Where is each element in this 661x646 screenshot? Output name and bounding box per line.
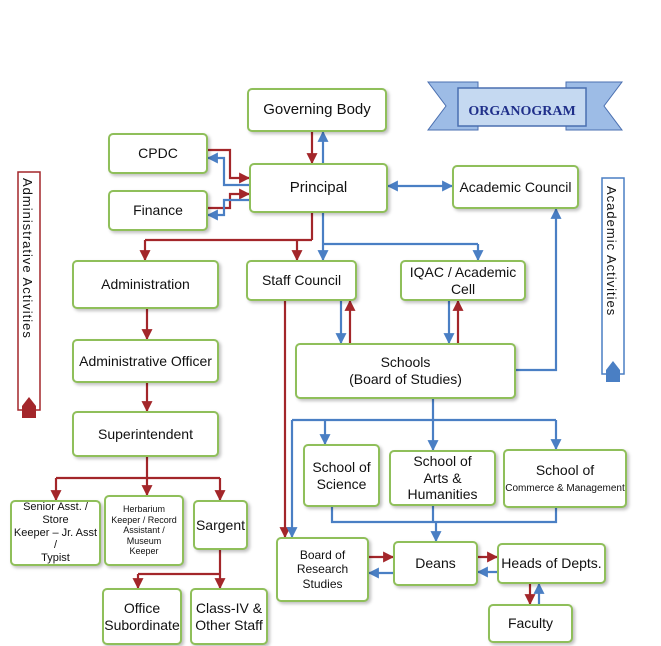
academic-activities-label: Academic Activities [604, 186, 619, 317]
governing-body-box[interactable]: Governing Body [247, 88, 387, 132]
deans-label: Deans [415, 555, 456, 572]
school-of-arts-label: School of Arts & Humanities [407, 453, 478, 503]
iqac-label: IQAC / Academic Cell [409, 263, 517, 297]
finance-label: Finance [133, 202, 183, 219]
school-of-commerce-box[interactable]: School of Commerce & Management [503, 449, 627, 508]
office-subordinate-box[interactable]: Office Subordinate [102, 588, 182, 645]
principal-label: Principal [289, 179, 348, 197]
finance-box[interactable]: Finance [108, 190, 208, 231]
herbarium-keeper-box[interactable]: Herbarium Keeper / Record Assistant / Mu… [104, 495, 184, 566]
senior-asst-label: Senior Asst. / Store Keeper – Jr. Asst /… [13, 500, 98, 565]
administration-label: Administration [101, 276, 190, 293]
schools-label: Schools (Board of Studies) [349, 354, 462, 387]
sargent-label: Sargent [195, 516, 246, 533]
board-of-research-label: Board of Research Studies [296, 548, 349, 591]
administrative-officer-box[interactable]: Administrative Officer [72, 339, 219, 383]
academic-council-box[interactable]: Academic Council [452, 165, 579, 209]
governing-body-label: Governing Body [263, 101, 371, 119]
deans-box[interactable]: Deans [393, 541, 478, 586]
heads-of-depts-box[interactable]: Heads of Depts. [497, 543, 606, 584]
school-of-commerce-title: School of [535, 462, 595, 479]
principal-to-finance [206, 198, 249, 221]
faculty-box[interactable]: Faculty [488, 604, 573, 643]
school-of-science-label: School of Science [312, 458, 371, 492]
herbarium-keeper-label: Herbarium Keeper / Record Assistant / Mu… [111, 503, 177, 557]
principal-box[interactable]: Principal [249, 163, 388, 213]
staff-council-box[interactable]: Staff Council [246, 260, 357, 301]
admin-activities-arrow [22, 397, 36, 418]
board-of-research-box[interactable]: Board of Research Studies [276, 537, 369, 602]
class-iv-label: Class-IV & Other Staff [195, 599, 263, 633]
schools-box[interactable]: Schools (Board of Studies) [295, 343, 516, 399]
superintendent-box[interactable]: Superintendent [72, 411, 219, 457]
superintendent-label: Superintendent [98, 425, 193, 442]
senior-asst-box[interactable]: Senior Asst. / Store Keeper – Jr. Asst /… [10, 500, 101, 566]
academic-council-label: Academic Council [459, 178, 572, 195]
staff-council-label: Staff Council [261, 272, 342, 289]
principal-to-cpdc [206, 152, 249, 187]
cpdc-box[interactable]: CPDC [108, 133, 208, 174]
organogram-ribbon [427, 81, 623, 131]
organogram-title: ORGANOGRAM [468, 104, 576, 119]
iqac-box[interactable]: IQAC / Academic Cell [400, 260, 526, 301]
schools-to-academic-council [516, 207, 562, 372]
administrative-activities-label: Administrative Activities [20, 178, 35, 339]
class-iv-box[interactable]: Class-IV & Other Staff [190, 588, 268, 645]
academic-activities-arrow [606, 361, 620, 382]
school-of-science-box[interactable]: School of Science [303, 444, 380, 507]
administration-box[interactable]: Administration [72, 260, 219, 309]
school-of-arts-box[interactable]: School of Arts & Humanities [389, 450, 496, 506]
sargent-box[interactable]: Sargent [193, 500, 248, 550]
cpdc-label: CPDC [138, 145, 178, 162]
schools-merge [330, 507, 558, 524]
school-of-commerce-subtitle: Commerce & Management [505, 482, 625, 494]
office-subordinate-label: Office Subordinate [104, 599, 180, 633]
cpdc-to-principal [208, 148, 251, 184]
administrative-officer-label: Administrative Officer [79, 352, 212, 369]
heads-of-depts-label: Heads of Depts. [501, 555, 602, 572]
faculty-label: Faculty [507, 615, 554, 632]
